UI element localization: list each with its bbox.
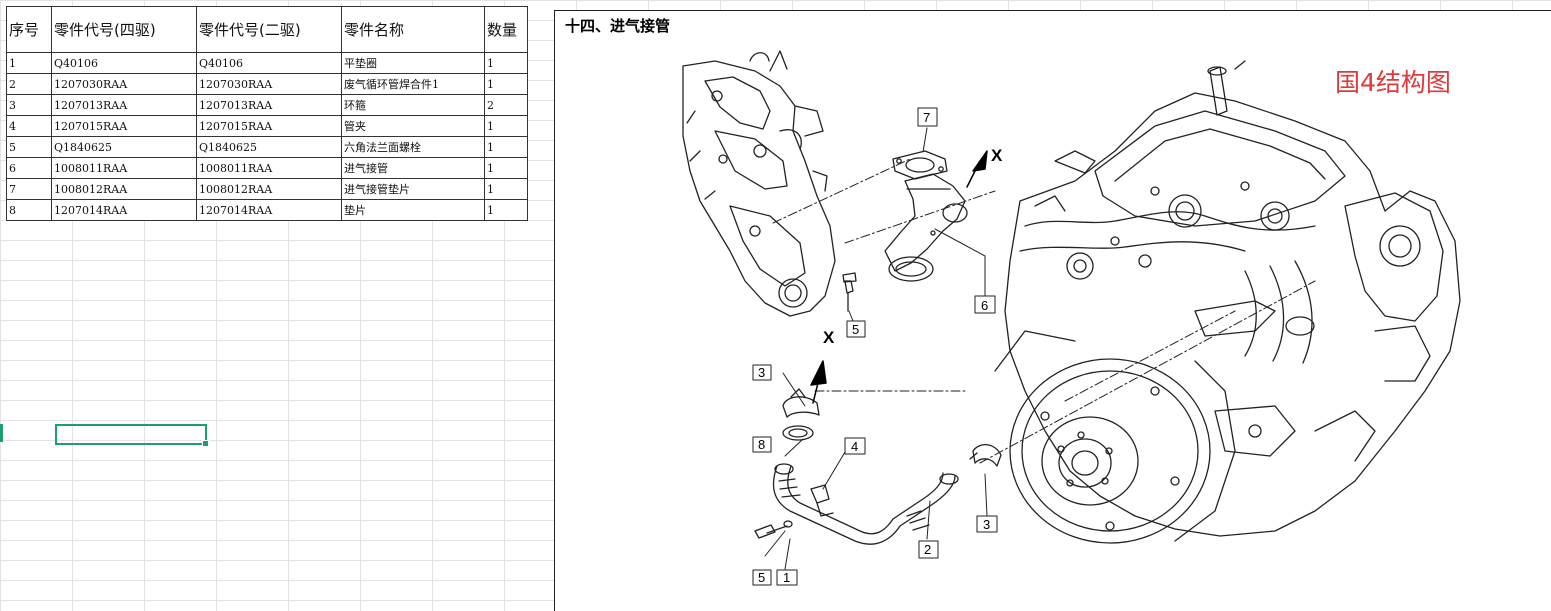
- view-marker-x-upper: X: [991, 146, 1003, 165]
- cell-qty[interactable]: 2: [484, 94, 528, 116]
- callout-box-5-lower: [752, 569, 772, 586]
- table-row: 8 1207014RAA 1207014RAA 垫片 1: [6, 199, 528, 221]
- cell-qty[interactable]: 1: [484, 157, 528, 179]
- cell-part-name[interactable]: 平垫圈: [341, 52, 485, 74]
- header-part-2wd[interactable]: 零件代号(二驱): [196, 6, 342, 53]
- part-6-intake-pipe: [884, 173, 968, 282]
- part-8-gasket: [782, 425, 814, 441]
- part-3-clamp-left: [782, 388, 820, 418]
- part-4-pipe-clip: [810, 484, 834, 517]
- view-arrows: [810, 150, 988, 404]
- cell-part-2wd[interactable]: 1008012RAA: [196, 178, 342, 200]
- callout-3-left: 3: [758, 365, 765, 380]
- part-7-gasket: [892, 150, 948, 180]
- cell-seq[interactable]: 7: [6, 178, 52, 200]
- cell-seq[interactable]: 5: [6, 136, 52, 158]
- table-header-row: 序号 零件代号(四驱) 零件代号(二驱) 零件名称 数量: [6, 6, 528, 53]
- cell-part-name[interactable]: 环箍: [341, 94, 485, 116]
- cell-part-name[interactable]: 管夹: [341, 115, 485, 137]
- cell-part-4wd[interactable]: 1207013RAA: [51, 94, 197, 116]
- cell-seq[interactable]: 8: [6, 199, 52, 221]
- callout-2: 2: [924, 542, 931, 557]
- cell-part-2wd[interactable]: 1008011RAA: [196, 157, 342, 179]
- cell-part-4wd[interactable]: 1207030RAA: [51, 73, 197, 95]
- callout-box-7: [917, 107, 938, 127]
- cell-qty[interactable]: 1: [484, 52, 528, 74]
- cell-qty[interactable]: 1: [484, 115, 528, 137]
- header-part-4wd[interactable]: 零件代号(四驱): [51, 6, 197, 53]
- part-5-bolt-lower: [754, 524, 788, 539]
- cell-qty[interactable]: 1: [484, 136, 528, 158]
- cell-part-name[interactable]: 进气接管垫片: [341, 178, 485, 200]
- cell-seq[interactable]: 4: [6, 115, 52, 137]
- cell-qty[interactable]: 1: [484, 73, 528, 95]
- callout-5-upper: 5: [852, 322, 859, 337]
- callout-4: 4: [851, 439, 858, 454]
- cell-part-name[interactable]: 废气循环管焊合件1: [341, 73, 485, 95]
- callout-box-1: [776, 569, 798, 586]
- view-marker-x-lower: X: [823, 328, 835, 347]
- cell-seq[interactable]: 2: [6, 73, 52, 95]
- cell-part-4wd[interactable]: 1207015RAA: [51, 115, 197, 137]
- cell-part-2wd[interactable]: Q40106: [196, 52, 342, 74]
- part-1-washer: [783, 520, 793, 528]
- table-row: 7 1008012RAA 1008012RAA 进气接管垫片 1: [6, 178, 528, 200]
- active-row-marker: [0, 424, 3, 442]
- cell-part-2wd[interactable]: 1207014RAA: [196, 199, 342, 221]
- cell-part-2wd[interactable]: 1207013RAA: [196, 94, 342, 116]
- engine-assembly: [994, 60, 1461, 544]
- cell-part-4wd[interactable]: 1207014RAA: [51, 199, 197, 221]
- cell-part-2wd[interactable]: Q1840625: [196, 136, 342, 158]
- cell-part-name[interactable]: 进气接管: [341, 157, 485, 179]
- table-row: 1 Q40106 Q40106 平垫圈 1: [6, 52, 528, 74]
- callout-box-2: [918, 540, 939, 559]
- cell-seq[interactable]: 1: [6, 52, 52, 74]
- table-row: 4 1207015RAA 1207015RAA 管夹 1: [6, 115, 528, 137]
- cell-part-2wd[interactable]: 1207015RAA: [196, 115, 342, 137]
- parts-table: 序号 零件代号(四驱) 零件代号(二驱) 零件名称 数量 1 Q40106 Q4…: [6, 6, 528, 221]
- exploded-view-drawing: 7 6 5 3 8 4 5 1 2 3 X X: [682, 50, 1461, 586]
- table-row: 2 1207030RAA 1207030RAA 废气循环管焊合件1 1: [6, 73, 528, 95]
- callout-7: 7: [923, 110, 930, 125]
- diagram-panel: 十四、进气接管 国4结构图: [554, 10, 1551, 611]
- structure-label: 国4结构图: [1335, 68, 1451, 97]
- callout-box-3-right: [976, 515, 998, 533]
- cell-part-4wd[interactable]: Q40106: [51, 52, 197, 74]
- header-qty[interactable]: 数量: [484, 6, 528, 53]
- callout-box-8: [752, 436, 772, 453]
- selected-cell[interactable]: [55, 424, 209, 447]
- part-2-egr-pipe: [772, 463, 959, 545]
- callout-box-6: [974, 295, 996, 314]
- callout-8: 8: [758, 437, 765, 452]
- cell-qty[interactable]: 1: [484, 199, 528, 221]
- callout-5-lower: 5: [758, 570, 765, 585]
- section-title: 十四、进气接管: [565, 17, 671, 35]
- cell-part-4wd[interactable]: 1008011RAA: [51, 157, 197, 179]
- cell-part-4wd[interactable]: 1008012RAA: [51, 178, 197, 200]
- header-part-name[interactable]: 零件名称: [341, 6, 485, 53]
- table-row: 6 1008011RAA 1008011RAA 进气接管 1: [6, 157, 528, 179]
- table-row: 5 Q1840625 Q1840625 六角法兰面螺栓 1: [6, 136, 528, 158]
- part-3-clamp-right: [969, 444, 1002, 467]
- cell-qty[interactable]: 1: [484, 178, 528, 200]
- cell-part-2wd[interactable]: 1207030RAA: [196, 73, 342, 95]
- table-row: 3 1207013RAA 1207013RAA 环箍 2: [6, 94, 528, 116]
- header-seq[interactable]: 序号: [6, 6, 52, 53]
- callout-box-5-upper: [846, 320, 866, 338]
- cylinder-head-fragment: [682, 50, 836, 317]
- callout-box-3-left: [752, 364, 772, 381]
- cell-seq[interactable]: 3: [6, 94, 52, 116]
- callout-box-4: [844, 437, 866, 455]
- cell-part-4wd[interactable]: Q1840625: [51, 136, 197, 158]
- callout-1: 1: [783, 570, 790, 585]
- callout-6: 6: [981, 298, 988, 313]
- callout-3-right: 3: [983, 517, 990, 532]
- part-5-bolt-upper: [842, 272, 857, 312]
- cell-part-name[interactable]: 六角法兰面螺栓: [341, 136, 485, 158]
- cell-seq[interactable]: 6: [6, 157, 52, 179]
- cell-part-name[interactable]: 垫片: [341, 199, 485, 221]
